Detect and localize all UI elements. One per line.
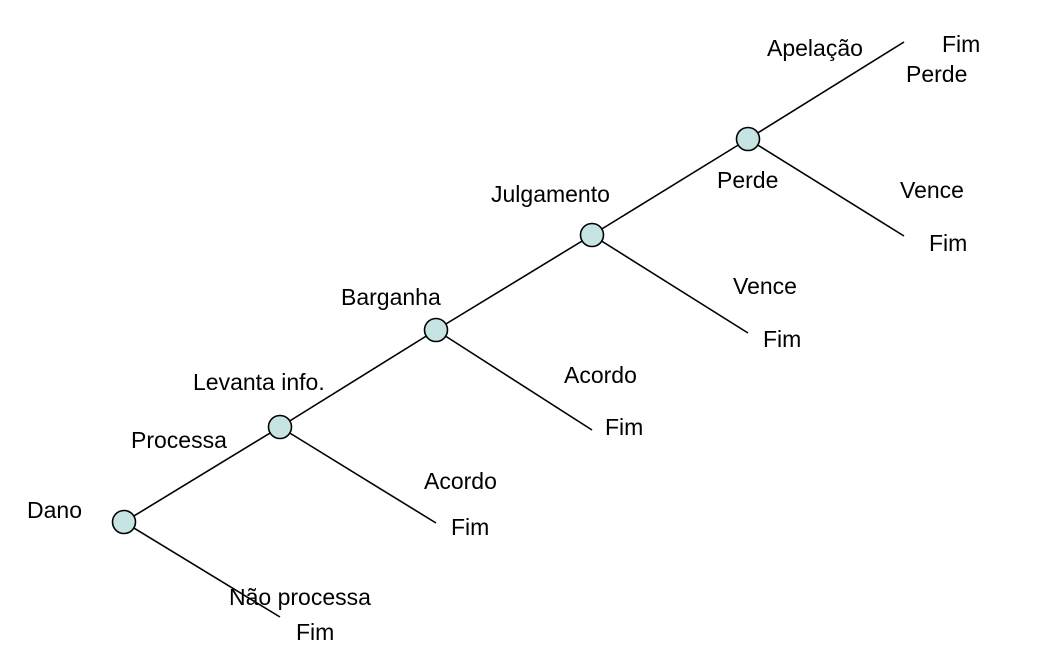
edge-levanta-acordo <box>279 426 437 524</box>
label-perde-apelacao: Perde <box>906 61 967 87</box>
edge-julgamento-vence <box>591 234 749 334</box>
edge-julgamento-perde <box>591 138 749 236</box>
label-vence-1: Vence <box>733 273 797 299</box>
label-barganha: Barganha <box>341 284 441 310</box>
label-acordo-2: Acordo <box>564 362 637 388</box>
node-dano <box>111 509 137 535</box>
tree-nodes <box>111 126 761 535</box>
tree-labels: Dano Processa Não processa Fim Levanta i… <box>27 31 980 645</box>
label-vence-2: Vence <box>900 177 964 203</box>
node-levanta-info <box>267 414 293 440</box>
label-fim-acordo-1: Fim <box>451 514 489 540</box>
node-barganha <box>423 317 449 343</box>
label-dano: Dano <box>27 497 82 523</box>
tree-edges <box>123 41 905 618</box>
label-fim-vence-1: Fim <box>763 326 801 352</box>
edge-barganha-acordo <box>435 329 593 431</box>
label-apelacao: Apelação <box>767 35 863 61</box>
label-perde: Perde <box>717 167 778 193</box>
label-fim-acordo-2: Fim <box>605 414 643 440</box>
label-acordo-1: Acordo <box>424 468 497 494</box>
label-julgamento: Julgamento <box>491 181 610 207</box>
edge-levanta-barganha <box>279 329 437 428</box>
edge-dano-nao-processa <box>123 521 281 618</box>
edge-perde-apelacao <box>747 41 905 140</box>
label-levanta-info: Levanta info. <box>193 369 325 395</box>
node-julgamento <box>579 222 605 248</box>
node-perde <box>735 126 761 152</box>
label-fim-apelacao: Fim <box>942 31 980 57</box>
label-processa: Processa <box>131 427 227 453</box>
label-fim-nao-processa: Fim <box>296 619 334 645</box>
edge-barganha-julgamento <box>435 234 593 331</box>
label-nao-processa: Não processa <box>229 584 371 610</box>
label-fim-vence-2: Fim <box>929 230 967 256</box>
edge-dano-processa <box>123 426 281 523</box>
edge-perde-vence <box>747 138 905 237</box>
